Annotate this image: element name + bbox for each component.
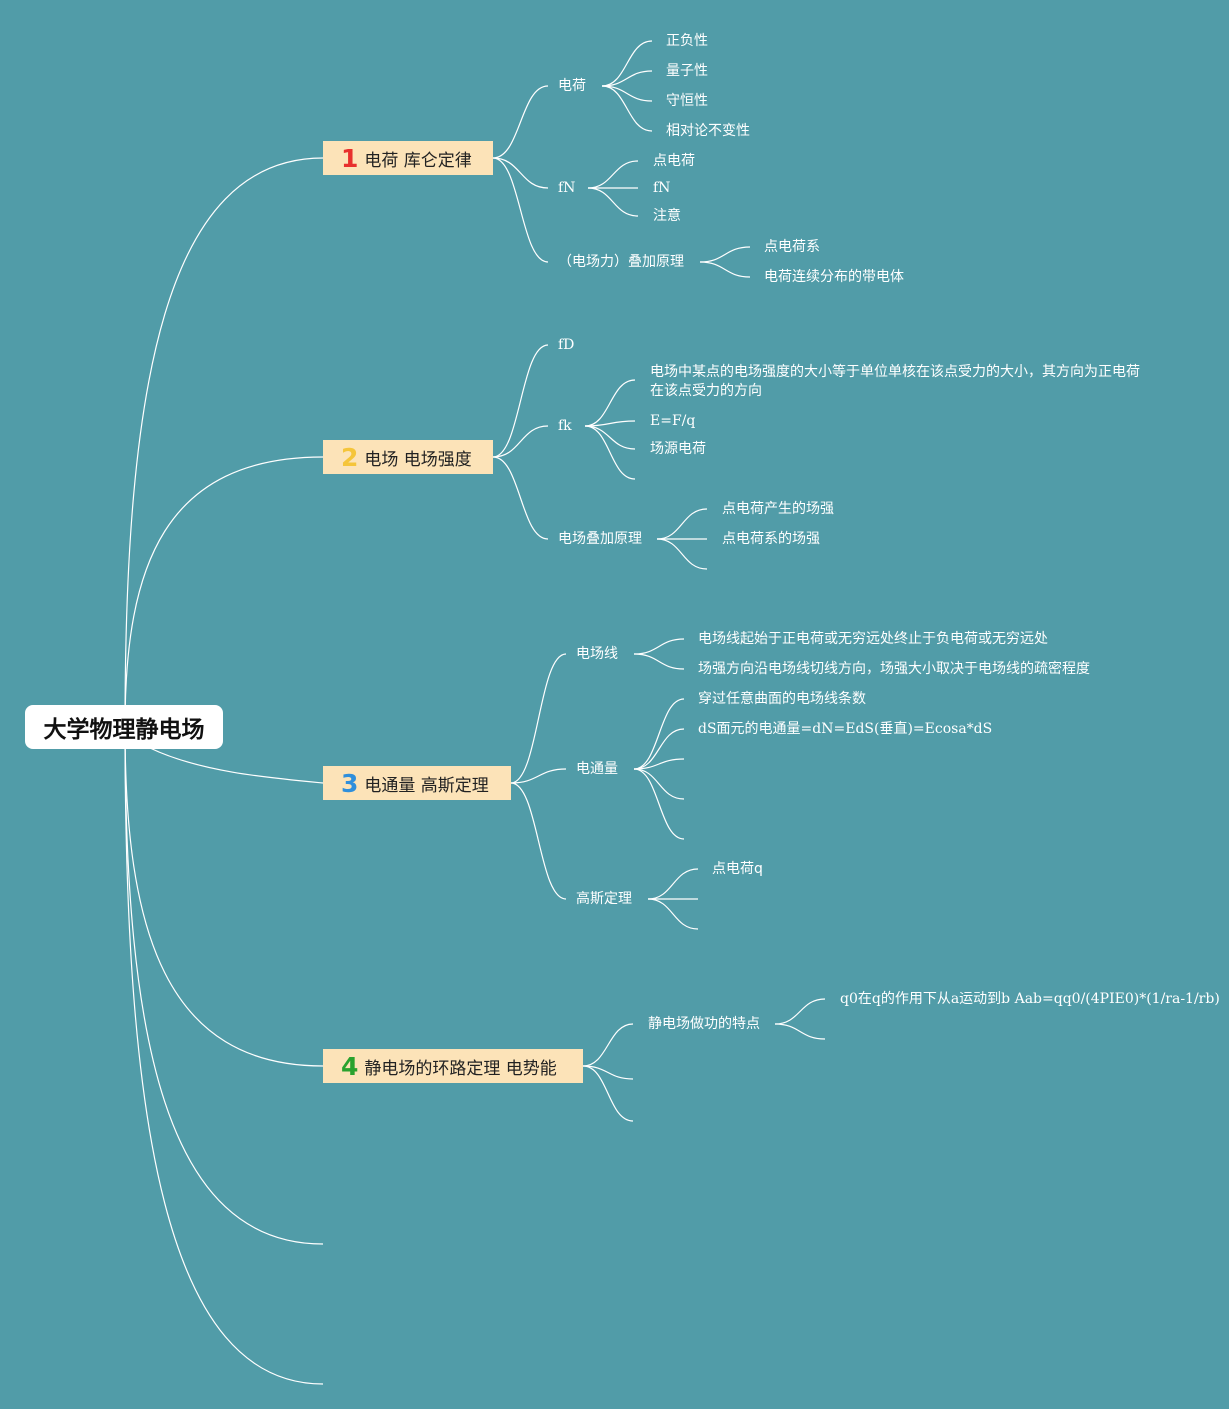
leaf-charge-conservation[interactable]: 守恒性 (666, 93, 708, 109)
branch-1-node[interactable]: 1 电荷 库仑定律 (323, 141, 493, 175)
b4-link-1 (582, 1065, 634, 1080)
b3-link-1 (510, 768, 567, 784)
root-title: 大学物理静电场 (43, 717, 205, 743)
topic-field-lines[interactable]: 电场线 (576, 646, 618, 662)
leaf-point-charge-q[interactable]: 点电荷q (712, 861, 763, 877)
b1-link-2 (492, 157, 549, 263)
gauss-link-2 (647, 898, 699, 930)
branch-2-title: 电场 电场强度 (364, 449, 472, 470)
fn-link-0 (587, 160, 639, 189)
b3-link-2 (510, 782, 567, 900)
branch-1-title: 电荷 库仑定律 (364, 150, 472, 171)
b2-link-1 (492, 425, 549, 458)
flux-link-3 (633, 768, 685, 800)
number-2-badge: 2 (341, 442, 359, 472)
leaf-charge-relativistic[interactable]: 相对论不变性 (666, 123, 750, 139)
leaf-point-charge-system[interactable]: 点电荷系 (764, 239, 820, 255)
fk-link-2 (584, 425, 636, 450)
topic-force-superposition[interactable]: （电场力）叠加原理 (558, 254, 684, 270)
topic-fk[interactable]: fk (558, 418, 572, 434)
root-link-5 (124, 726, 324, 1245)
field-sup-link-2 (656, 538, 708, 570)
force-sup-link-1 (699, 261, 751, 278)
branch-4-node[interactable]: 4 静电场的环路定理 电势能 (323, 1049, 583, 1083)
topic-fd[interactable]: fD (558, 337, 575, 353)
field-sup-link-0 (656, 508, 708, 540)
leaf-source-charge[interactable]: 场源电荷 (650, 441, 706, 457)
flux-link-2 (633, 758, 685, 770)
b1-link-1 (492, 157, 549, 189)
leaf-charge-quantization[interactable]: 量子性 (666, 63, 708, 79)
leaf-charge-system-field[interactable]: 点电荷系的场强 (722, 531, 820, 547)
b1-link-0 (492, 85, 549, 159)
b2-link-2 (492, 456, 549, 540)
b4-link-2 (582, 1065, 634, 1122)
charge-link-3 (601, 85, 653, 132)
b3-link-0 (510, 653, 567, 784)
leaf-continuous-charge[interactable]: 电荷连续分布的带电体 (764, 269, 904, 285)
root-link-6 (124, 726, 324, 1385)
leaf-point-charge[interactable]: 点电荷 (653, 153, 695, 169)
fn-link-2 (587, 187, 639, 217)
topic-flux[interactable]: 电通量 (576, 761, 618, 777)
root-link-1 (124, 157, 324, 728)
root-link-3 (149, 747, 324, 784)
fk-link-3 (584, 425, 636, 480)
topic-work-characteristics[interactable]: 静电场做功的特点 (648, 1016, 760, 1032)
branch-3-title: 电通量 高斯定理 (364, 775, 489, 796)
topic-charge[interactable]: 电荷 (558, 78, 586, 94)
charge-link-1 (601, 70, 653, 87)
number-4-badge: 4 (341, 1051, 359, 1081)
number-1-badge: 1 (341, 143, 359, 173)
b2-link-0 (492, 344, 549, 458)
number-3-badge: 3 (341, 768, 359, 798)
root-topic[interactable]: 大学物理静电场 (25, 705, 223, 749)
topic-gauss-law[interactable]: 高斯定理 (576, 891, 632, 907)
flux-link-1 (633, 728, 685, 770)
work-link-1 (774, 1023, 826, 1040)
leaf-field-definition[interactable]: 电场中某点的电场强度的大小等于单位单核在该点受力的大小，其方向为正电荷在该点受力… (650, 364, 1140, 399)
root-link-4 (124, 726, 324, 1067)
fk-link-1 (584, 420, 636, 427)
flux-link-4 (633, 768, 685, 840)
branch-3-node[interactable]: 3 电通量 高斯定理 (323, 766, 511, 800)
leaf-work-formula[interactable]: q0在q的作用下从a运动到b Aab=qq0/(4PIE0)*(1/ra-1/r… (840, 991, 1220, 1007)
leaf-point-charge-field[interactable]: 点电荷产生的场强 (722, 501, 834, 517)
leaf-flux-definition[interactable]: 穿过任意曲面的电场线条数 (698, 691, 866, 707)
work-link-0 (774, 998, 826, 1025)
leaf-field-direction[interactable]: 场强方向沿电场线切线方向，场强大小取决于电场线的疏密程度 (698, 661, 1090, 677)
topic-field-superposition[interactable]: 电场叠加原理 (558, 531, 642, 547)
leaf-note[interactable]: 注意 (653, 208, 681, 224)
force-sup-link-0 (699, 246, 751, 263)
topic-fn[interactable]: fN (558, 180, 576, 196)
b4-link-0 (582, 1023, 634, 1067)
charge-link-0 (601, 40, 653, 87)
leaf-field-line-start-end[interactable]: 电场线起始于正电荷或无穷远处终止于负电荷或无穷远处 (698, 631, 1048, 647)
flux-link-0 (633, 698, 685, 770)
branch-4-title: 静电场的环路定理 电势能 (364, 1058, 557, 1079)
gauss-link-0 (647, 868, 699, 900)
charge-link-2 (601, 85, 653, 102)
lines-link-0 (633, 638, 685, 655)
branch-2-node[interactable]: 2 电场 电场强度 (323, 440, 493, 474)
fk-link-0 (584, 379, 636, 427)
root-link-2 (124, 456, 324, 728)
leaf-fn[interactable]: fN (653, 180, 671, 196)
leaf-charge-sign[interactable]: 正负性 (666, 33, 708, 49)
leaf-flux-formula[interactable]: dS面元的电通量=dN=EdS(垂直)=Ecosa*dS (698, 721, 993, 737)
lines-link-1 (633, 653, 685, 670)
leaf-e-equals-f-over-q[interactable]: E=F/q (650, 413, 696, 429)
